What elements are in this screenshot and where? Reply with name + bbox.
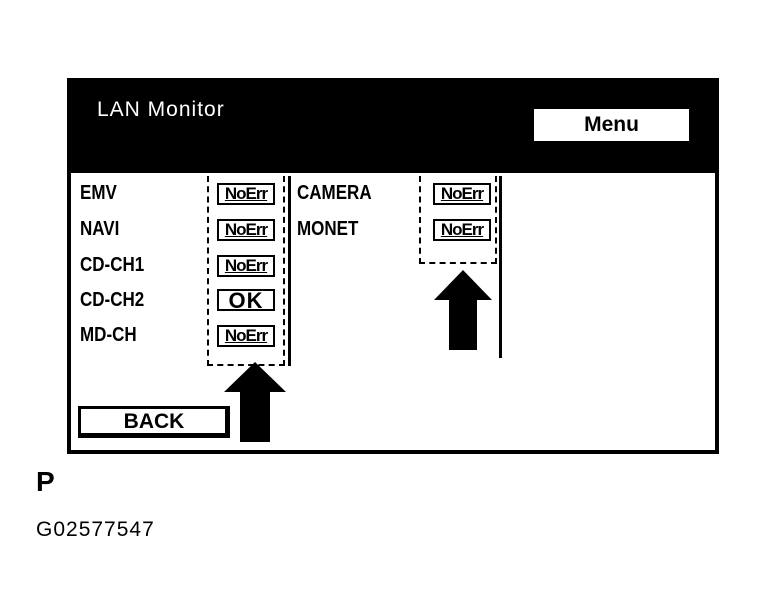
figure-code: G02577547 (36, 518, 155, 541)
device-label-camera: CAMERA (297, 182, 372, 204)
device-label-cd-ch1: CD-CH1 (80, 254, 145, 276)
page-title: LAN Monitor (97, 98, 225, 121)
status-emv[interactable]: NoErr (217, 183, 275, 205)
up-arrow-icon (434, 270, 492, 350)
up-arrow-icon (224, 362, 286, 442)
menu-button[interactable]: Menu (534, 109, 689, 141)
device-label-md-ch: MD-CH (80, 324, 137, 346)
status-md-ch[interactable]: NoErr (217, 325, 275, 347)
figure-letter: P (36, 466, 55, 497)
highlight-box-right (419, 176, 497, 264)
status-navi[interactable]: NoErr (217, 219, 275, 241)
device-label-monet: MONET (297, 218, 359, 240)
status-camera[interactable]: NoErr (433, 183, 491, 205)
device-label-navi: NAVI (80, 218, 120, 240)
column-divider-right (499, 176, 502, 358)
status-cd-ch2[interactable]: OK (217, 289, 275, 312)
status-cd-ch1[interactable]: NoErr (217, 255, 275, 277)
back-button[interactable]: BACK (78, 406, 230, 438)
status-monet[interactable]: NoErr (433, 219, 491, 241)
monitor-panel (71, 173, 715, 450)
column-divider-left (288, 176, 291, 366)
device-label-cd-ch2: CD-CH2 (80, 289, 145, 311)
highlight-box-left (207, 176, 285, 366)
device-label-emv: EMV (80, 182, 117, 204)
lan-monitor-screen: LAN Monitor Menu (67, 78, 719, 454)
